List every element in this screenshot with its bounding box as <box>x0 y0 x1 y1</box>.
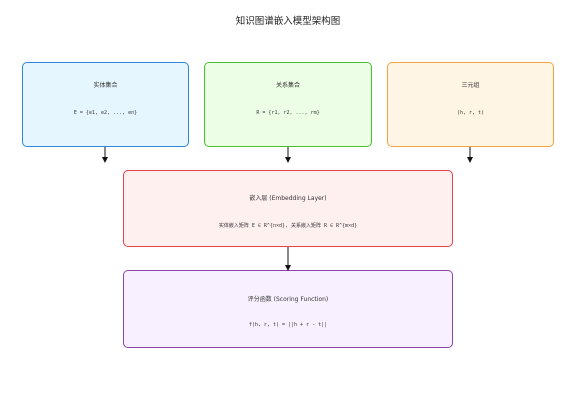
triple-formula: (h, r, t) <box>456 110 485 116</box>
relation-set-formula: R = {r1, r2, ..., rm} <box>256 110 320 116</box>
relation-set-title: 关系集合 <box>275 82 300 89</box>
triple-title: 三元组 <box>461 82 480 89</box>
entity-set-box: 实体集合 E = {e1, e2, ..., en} <box>22 62 189 147</box>
entity-set-formula: E = {e1, e2, ..., en} <box>73 110 138 116</box>
scoring-function-formula: f(h, r, t) = ||h + r - t|| <box>248 322 328 328</box>
embedding-layer-box: 嵌入层 (Embedding Layer) 实体嵌入矩阵 E ∈ R^{n×d}… <box>123 170 453 247</box>
relation-set-box: 关系集合 R = {r1, r2, ..., rm} <box>204 62 372 147</box>
scoring-function-title: 评分函数 (Scoring Function) <box>247 296 329 303</box>
entity-set-title: 实体集合 <box>93 82 118 89</box>
triple-box: 三元组 (h, r, t) <box>387 62 554 147</box>
embedding-layer-title: 嵌入层 (Embedding Layer) <box>249 195 327 202</box>
scoring-function-box: 评分函数 (Scoring Function) f(h, r, t) = ||h… <box>123 270 453 348</box>
embedding-layer-formula: 实体嵌入矩阵 E ∈ R^{n×d}, 关系嵌入矩阵 R ∈ R^{m×d} <box>218 223 358 229</box>
diagram-title: 知识图谱嵌入模型架构图 <box>235 16 341 27</box>
